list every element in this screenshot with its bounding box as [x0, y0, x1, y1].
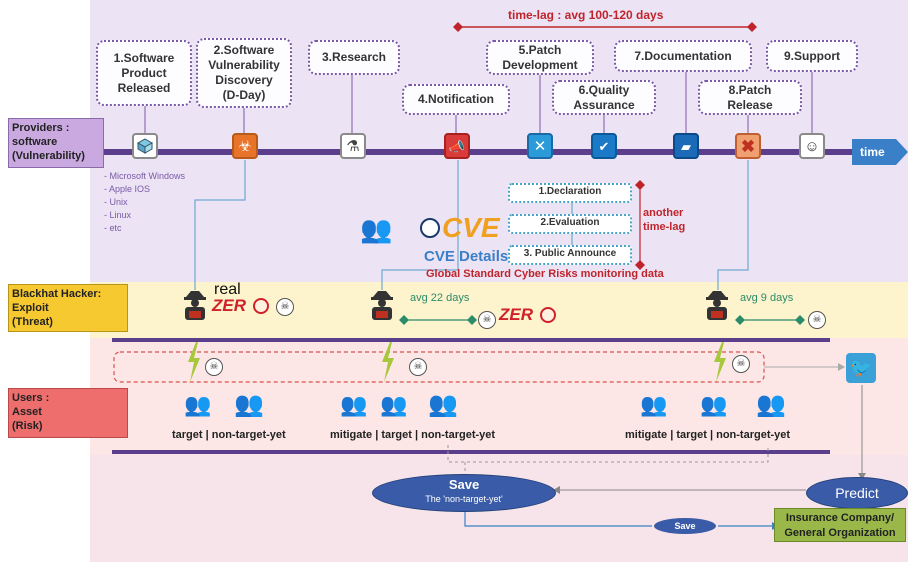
- flask-icon: ⚗: [340, 133, 366, 159]
- cve-details-label: CVE Details: [424, 248, 509, 265]
- step-5-box: 5.Patch Development: [486, 40, 594, 75]
- sub-step-declaration: 1.Declaration: [508, 183, 632, 203]
- providers-label: Providers : software (Vulnerability): [8, 118, 104, 168]
- support-agent-icon: ☺: [799, 133, 825, 159]
- insurance-box: Insurance Company/ General Organization: [774, 508, 906, 542]
- step-7-box: 7.Documentation: [614, 40, 752, 72]
- lightning-bolt-icon: [714, 342, 726, 382]
- zero-day-label: ZER: [212, 296, 246, 315]
- zero-o-icon: [540, 307, 556, 323]
- zero-day-label: ZER: [499, 305, 533, 324]
- hacker-label: Blackhat Hacker: Exploit (Threat): [8, 284, 128, 332]
- predict-ellipse: Predict: [806, 477, 908, 509]
- target-user-icon: 👥: [184, 392, 212, 417]
- mitigate-user-icon: 👥: [640, 392, 668, 417]
- timelag-top-label: time-lag : avg 100-120 days: [508, 8, 664, 22]
- cve-logo-text: CVE: [442, 212, 500, 243]
- community-group-icon: 👥: [360, 214, 393, 244]
- cve-logo: CVE: [420, 212, 500, 248]
- skull-icon: ☠: [478, 311, 496, 329]
- hacker-icon: [371, 291, 393, 320]
- step-4-box: 4.Notification: [402, 84, 510, 115]
- target-user-icon: 👥: [380, 392, 408, 417]
- step-6-box: 6.Quality Assurance: [552, 80, 656, 115]
- step-8-box: 8.Patch Release: [698, 80, 802, 115]
- box-icon: [132, 133, 158, 159]
- os-item: - Unix: [104, 197, 128, 207]
- os-item: - Microsoft Windows: [104, 171, 186, 181]
- os-item: - Apple IOS: [104, 184, 151, 194]
- user-group-label: mitigate | target | non-target-yet: [625, 429, 791, 441]
- global-standard-label: Global Standard Cyber Risks monitoring d…: [426, 268, 664, 280]
- check-icon: ✔: [591, 133, 617, 159]
- users-band: [90, 338, 908, 455]
- save-small-label: Save: [674, 521, 696, 531]
- skull-icon: ☠: [409, 358, 427, 376]
- avg-9-days-label: avg 9 days: [740, 292, 794, 304]
- predict-label: Predict: [835, 485, 879, 501]
- another-timelag-label: another time-lag: [643, 207, 686, 233]
- step-3-box: 3.Research: [308, 40, 400, 75]
- twitter-bird-icon: 🐦: [846, 353, 876, 383]
- megaphone-icon: 📣: [444, 133, 470, 159]
- folder-icon: ▰: [673, 133, 699, 159]
- save-ellipse: Save The 'non-target-yet': [372, 474, 556, 512]
- skull-icon: ☠: [732, 355, 750, 373]
- user-group-label: target | non-target-yet: [172, 429, 286, 441]
- cve-eye-icon: [420, 218, 440, 238]
- hacker-icon: [184, 291, 206, 320]
- real-label: real: [214, 281, 241, 298]
- save-small-ellipse: Save: [654, 518, 716, 534]
- skull-icon: ☠: [808, 311, 826, 329]
- mitigate-user-icon: 👥: [340, 392, 368, 417]
- users-label: Users : Asset (Risk): [8, 388, 128, 438]
- lightning-bolt-icon: [188, 342, 200, 382]
- crowd-icon: 👥: [428, 391, 458, 418]
- user-group-label: mitigate | target | non-target-yet: [330, 429, 496, 441]
- save-subtitle: The 'non-target-yet': [425, 494, 503, 504]
- skull-icon: ☠: [276, 298, 294, 316]
- lightning-bolt-icon: [382, 342, 394, 382]
- hacker-band: [90, 282, 908, 338]
- os-item: - etc: [104, 223, 122, 233]
- sub-step-public-announce: 3. Public Announce: [508, 245, 632, 265]
- target-user-icon: 👥: [700, 392, 728, 417]
- time-label: time: [860, 145, 885, 159]
- step-1-box: 1.Software Product Released: [96, 40, 192, 106]
- avg-22-days-label: avg 22 days: [410, 292, 470, 304]
- tools-icon: ✕: [527, 133, 553, 159]
- biohazard-icon: ☣: [232, 133, 258, 159]
- zero-o-icon: [253, 298, 269, 314]
- hacker-icon: [706, 291, 728, 320]
- sub-step-evaluation: 2.Evaluation: [508, 214, 632, 234]
- save-title: Save: [448, 477, 480, 492]
- step-9-box: 9.Support: [766, 40, 858, 72]
- skull-icon: ☠: [205, 358, 223, 376]
- bandage-icon: ✖: [735, 133, 761, 159]
- crowd-icon: 👥: [234, 391, 264, 418]
- os-item: - Linux: [104, 210, 132, 220]
- crowd-icon: 👥: [756, 391, 786, 418]
- step-2-box: 2.Software Vulnerability Discovery (D-Da…: [196, 38, 292, 108]
